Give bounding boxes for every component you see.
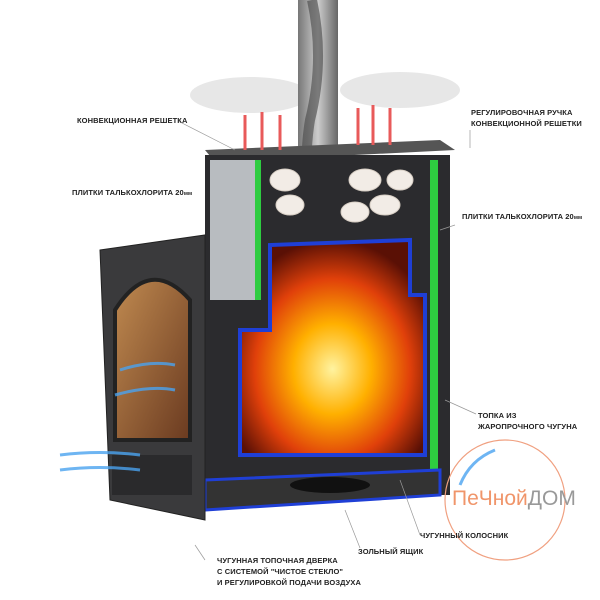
label-unit: мм — [573, 215, 583, 221]
stones — [269, 168, 414, 223]
label-tiles-right: ПЛИТКИ ТАЛЬКОХЛОРИТА 20мм — [462, 211, 582, 224]
logo-part1: ПеЧной — [452, 487, 528, 510]
label-line: И РЕГУЛИРОВКОЙ ПОДАЧИ ВОЗДУХА — [217, 578, 362, 587]
ash-pile — [290, 477, 370, 493]
label-line: ЧУГУННАЯ ТОПОЧНАЯ ДВЕРКА — [217, 556, 338, 565]
label-line: С СИСТЕМОЙ "ЧИСТОЕ СТЕКЛО" — [217, 567, 344, 576]
label-line: РЕГУЛИРОВОЧНАЯ РУЧКА — [471, 108, 573, 117]
label-unit: мм — [183, 191, 193, 197]
label-ash-box: ЗОЛЬНЫЙ ЯЩИК — [358, 547, 424, 556]
tile-panel-right — [430, 160, 438, 490]
logo-part2: ДОМ — [527, 487, 576, 510]
label-door: ЧУГУННАЯ ТОПОЧНАЯ ДВЕРКА С СИСТЕМОЙ "ЧИСТ… — [217, 555, 361, 588]
tile-panel-left — [210, 160, 255, 300]
label-convection-grid: КОНВЕКЦИОННАЯ РЕШЕТКА — [77, 116, 188, 125]
air-arrows — [59, 361, 496, 486]
label-line: КОНВЕКЦИОННОЙ РЕШЕТКИ — [471, 119, 582, 128]
label-line: ЖАРОПРОЧНОГО ЧУГУНА — [478, 422, 578, 431]
heat-arrows — [243, 105, 392, 150]
label-text: ПЛИТКИ ТАЛЬКОХЛОРИТА 20 — [72, 188, 184, 197]
label-line: ТОПКА ИЗ — [478, 411, 517, 420]
logo: ПеЧнойДОМ — [452, 487, 576, 511]
label-tiles-left: ПЛИТКИ ТАЛЬКОХЛОРИТА 20мм — [72, 187, 192, 200]
label-text: ПЛИТКИ ТАЛЬКОХЛОРИТА 20 — [462, 212, 574, 221]
logo-circle — [444, 439, 566, 561]
firebox — [238, 237, 427, 457]
label-handle: РЕГУЛИРОВОЧНАЯ РУЧКА КОНВЕКЦИОННОЙ РЕШЕТК… — [471, 107, 582, 129]
label-grate: ЧУГУННЫЙ КОЛОСНИК — [420, 531, 509, 540]
steam-cloud — [190, 72, 460, 113]
label-firebox: ТОПКА ИЗ ЖАРОПРОЧНОГО ЧУГУНА — [478, 410, 577, 432]
